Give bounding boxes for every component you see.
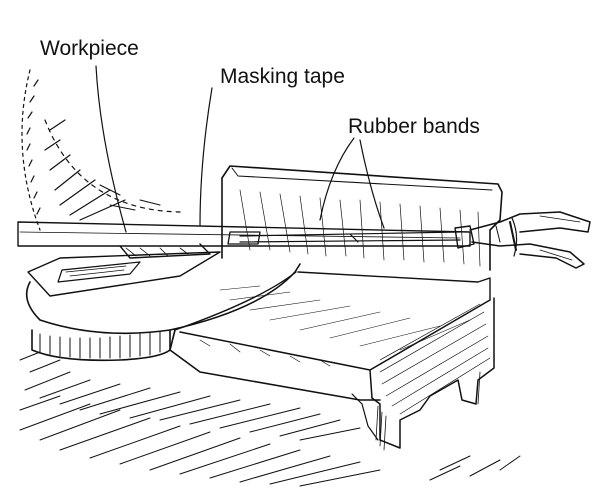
label-masking-tape: Masking tape (220, 65, 345, 88)
leader-rubber-bands-2 (359, 139, 385, 229)
fence-box (169, 165, 503, 451)
rubber-band-lines (239, 231, 461, 243)
masking-tape-piece (227, 231, 261, 245)
leader-lines (95, 65, 385, 233)
saw-table (25, 251, 301, 362)
label-workpiece: Workpiece (40, 37, 139, 60)
leader-masking-tape (199, 87, 213, 227)
saw-blade (21, 69, 181, 231)
leader-rubber-bands-1 (319, 137, 355, 221)
ground-hatching (19, 351, 521, 487)
spring-clamp (454, 211, 591, 269)
leader-workpiece (95, 65, 127, 233)
label-rubber-bands: Rubber bands (348, 115, 480, 138)
workpiece-strip (17, 221, 471, 259)
